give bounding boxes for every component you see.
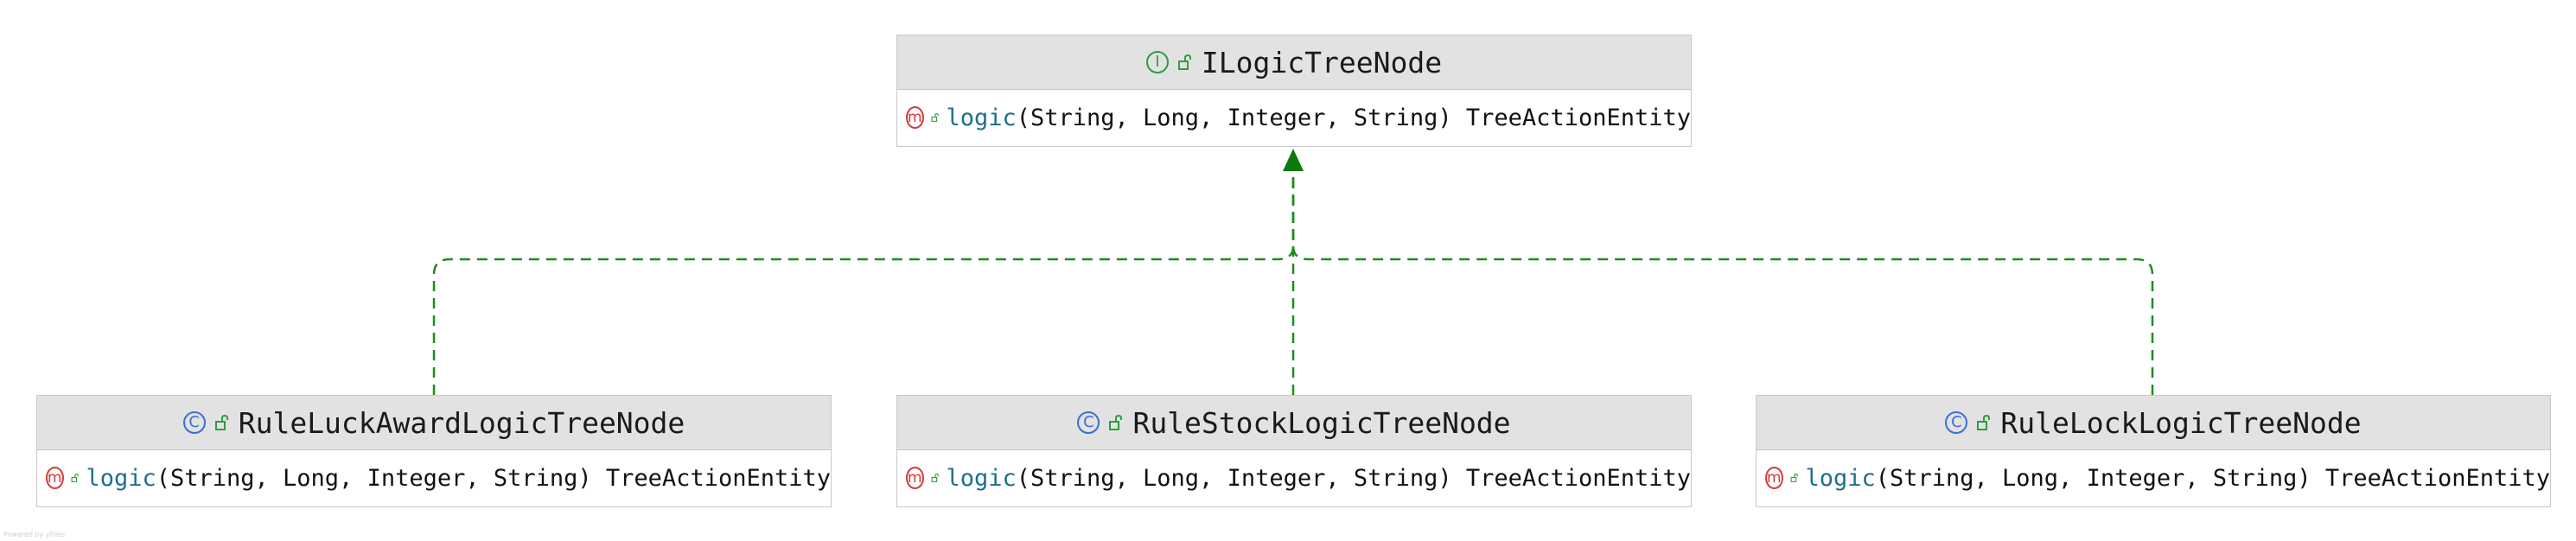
node-header: C RuleLockLogicTreeNode [1757, 396, 2550, 450]
method-badge-icon: m [906, 106, 924, 129]
public-visibility-icon [214, 414, 228, 430]
class-badge-icon: C [1945, 411, 1968, 434]
node-rulestocklogictreenode[interactable]: C RuleStockLogicTreeNode m logic(String,… [896, 395, 1692, 507]
node-header: C RuleStockLogicTreeNode [897, 396, 1691, 450]
node-rulelocklogictreenode[interactable]: C RuleLockLogicTreeNode m logic(String, … [1756, 395, 2551, 507]
public-visibility-icon [71, 474, 79, 482]
edge-lock-to-interface [1291, 156, 2154, 395]
method-row[interactable]: m logic(String, Long, Integer, String) T… [897, 450, 1691, 506]
class-badge-icon: C [1077, 411, 1100, 434]
node-ruleluckawardlogictreenode[interactable]: C RuleLuckAwardLogicTreeNode m logic(Str… [36, 395, 832, 507]
method-signature: (String, Long, Integer, String) TreeActi… [1016, 464, 1691, 492]
public-visibility-icon [1977, 414, 1991, 430]
method-badge-icon: m [46, 467, 64, 489]
method-name: logic [946, 104, 1017, 131]
method-row[interactable]: m logic(String, Long, Integer, String) T… [37, 450, 831, 506]
node-title: RuleStockLogicTreeNode [1132, 405, 1511, 440]
class-badge-icon: C [182, 411, 206, 434]
method-signature: (String, Long, Integer, String) TreeActi… [1016, 104, 1691, 131]
node-header: C RuleLuckAwardLogicTreeNode [37, 396, 831, 450]
implements-arrowhead [1283, 149, 1304, 171]
method-row[interactable]: m logic(String, Long, Integer, String) T… [1757, 450, 2550, 506]
method-badge-icon: m [1765, 467, 1783, 489]
method-row[interactable]: m logic(String, Long, Integer, String) T… [897, 90, 1691, 145]
node-header: I ILogicTreeNode [897, 35, 1691, 90]
interface-badge-icon: I [1145, 51, 1169, 73]
node-ilogictreenode[interactable]: I ILogicTreeNode m logic(String, Long, I… [896, 35, 1692, 147]
edge-luck-to-interface [432, 156, 1295, 395]
public-visibility-icon [931, 113, 939, 122]
node-title: ILogicTreeNode [1201, 45, 1443, 80]
node-title: RuleLockLogicTreeNode [2000, 405, 2362, 440]
method-badge-icon: m [906, 467, 924, 489]
public-visibility-icon [1109, 414, 1123, 430]
public-visibility-icon [931, 474, 939, 482]
method-name: logic [86, 464, 156, 492]
public-visibility-icon [1177, 54, 1191, 70]
method-name: logic [946, 464, 1017, 492]
node-title: RuleLuckAwardLogicTreeNode [238, 405, 685, 440]
method-signature: (String, Long, Integer, String) TreeActi… [1875, 464, 2550, 492]
method-name: logic [1805, 464, 1876, 492]
public-visibility-icon [1790, 474, 1798, 482]
watermark: Powered by yFiles [3, 531, 66, 538]
method-signature: (String, Long, Integer, String) TreeActi… [156, 464, 831, 492]
